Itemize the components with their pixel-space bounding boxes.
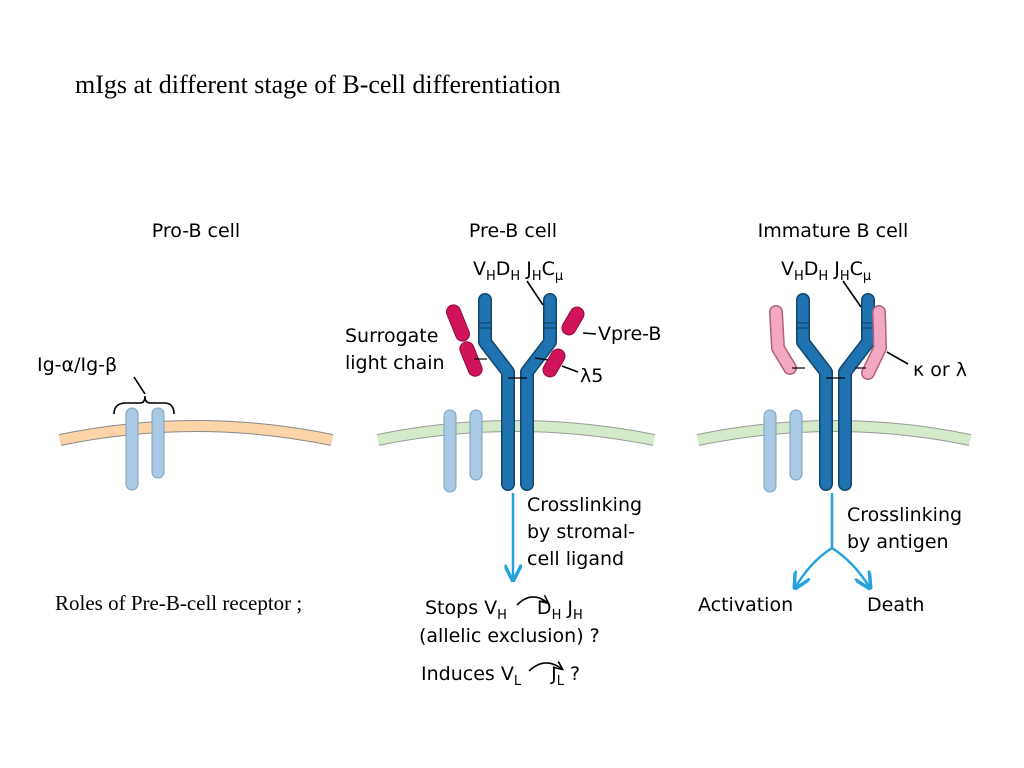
pro-b-ig-beta-chain: [151, 407, 165, 479]
pre-b-surrogate-right: [534, 306, 585, 378]
kappa-or-lambda-label: κ or λ: [913, 359, 967, 381]
page-title: mIgs at different stage of B-cell differ…: [75, 70, 561, 99]
immature-b-heading: Immature B cell: [758, 220, 909, 242]
pre-b-vdj-leader: [526, 280, 544, 306]
pre-b-crosslink-line3: cell ligand: [527, 548, 624, 570]
induces-arrow: [528, 663, 562, 672]
immature-b-membrane: [696, 421, 972, 445]
pre-b-crosslink-line1: Crosslinking: [527, 494, 642, 516]
immature-b-ig-alpha-chain: [763, 409, 777, 493]
pre-b-roles-note: Roles of Pre-B-cell receptor ;: [55, 591, 302, 615]
pro-b-leader-line: [133, 376, 146, 395]
allelic-exclusion-label: (allelic exclusion) ?: [419, 625, 600, 647]
pre-b-surrogate-left: [446, 304, 487, 377]
vpre-b-leader: [582, 332, 597, 335]
stops-arrow: [516, 597, 548, 606]
pre-b-ig-beta-chain: [469, 409, 483, 481]
pre-b-membrane: [376, 421, 655, 445]
ig-alpha-beta-label: Ig-α/Ig-β: [37, 354, 117, 376]
pro-b-ig-alpha-chain: [125, 407, 139, 491]
pre-b-receptor: [478, 293, 557, 491]
immature-b-light-chain-right: [855, 305, 887, 380]
immature-b-crosslink-arrow: [795, 493, 870, 588]
pre-b-crosslink-line2: by stromal-: [527, 521, 635, 543]
immature-b-receptor: [796, 293, 875, 491]
pre-b-heading: Pre-B cell: [469, 220, 557, 242]
pre-b-ig-alpha-chain: [443, 409, 457, 493]
immature-b-ig-beta-chain: [789, 409, 803, 481]
lambda5-leader: [561, 365, 579, 373]
surrogate-label-line2: light chain: [345, 352, 445, 374]
death-label: Death: [867, 594, 924, 616]
lambda5-label: λ5: [580, 365, 603, 387]
vpre-b-label: Vpre-B: [598, 323, 661, 345]
immature-b-crosslink-line2: by antigen: [847, 531, 949, 553]
immature-b-light-chain-left: [769, 305, 805, 375]
pro-b-heading: Pro-B cell: [152, 220, 240, 242]
immature-b-crosslink-line1: Crosslinking: [847, 504, 962, 526]
kappa-lambda-leader: [886, 351, 909, 365]
pro-b-brace: [113, 395, 175, 415]
activation-label: Activation: [698, 594, 793, 616]
immature-b-vdj-leader: [842, 280, 862, 308]
surrogate-label-line1: Surrogate: [345, 325, 438, 347]
pro-b-membrane: [58, 421, 334, 445]
